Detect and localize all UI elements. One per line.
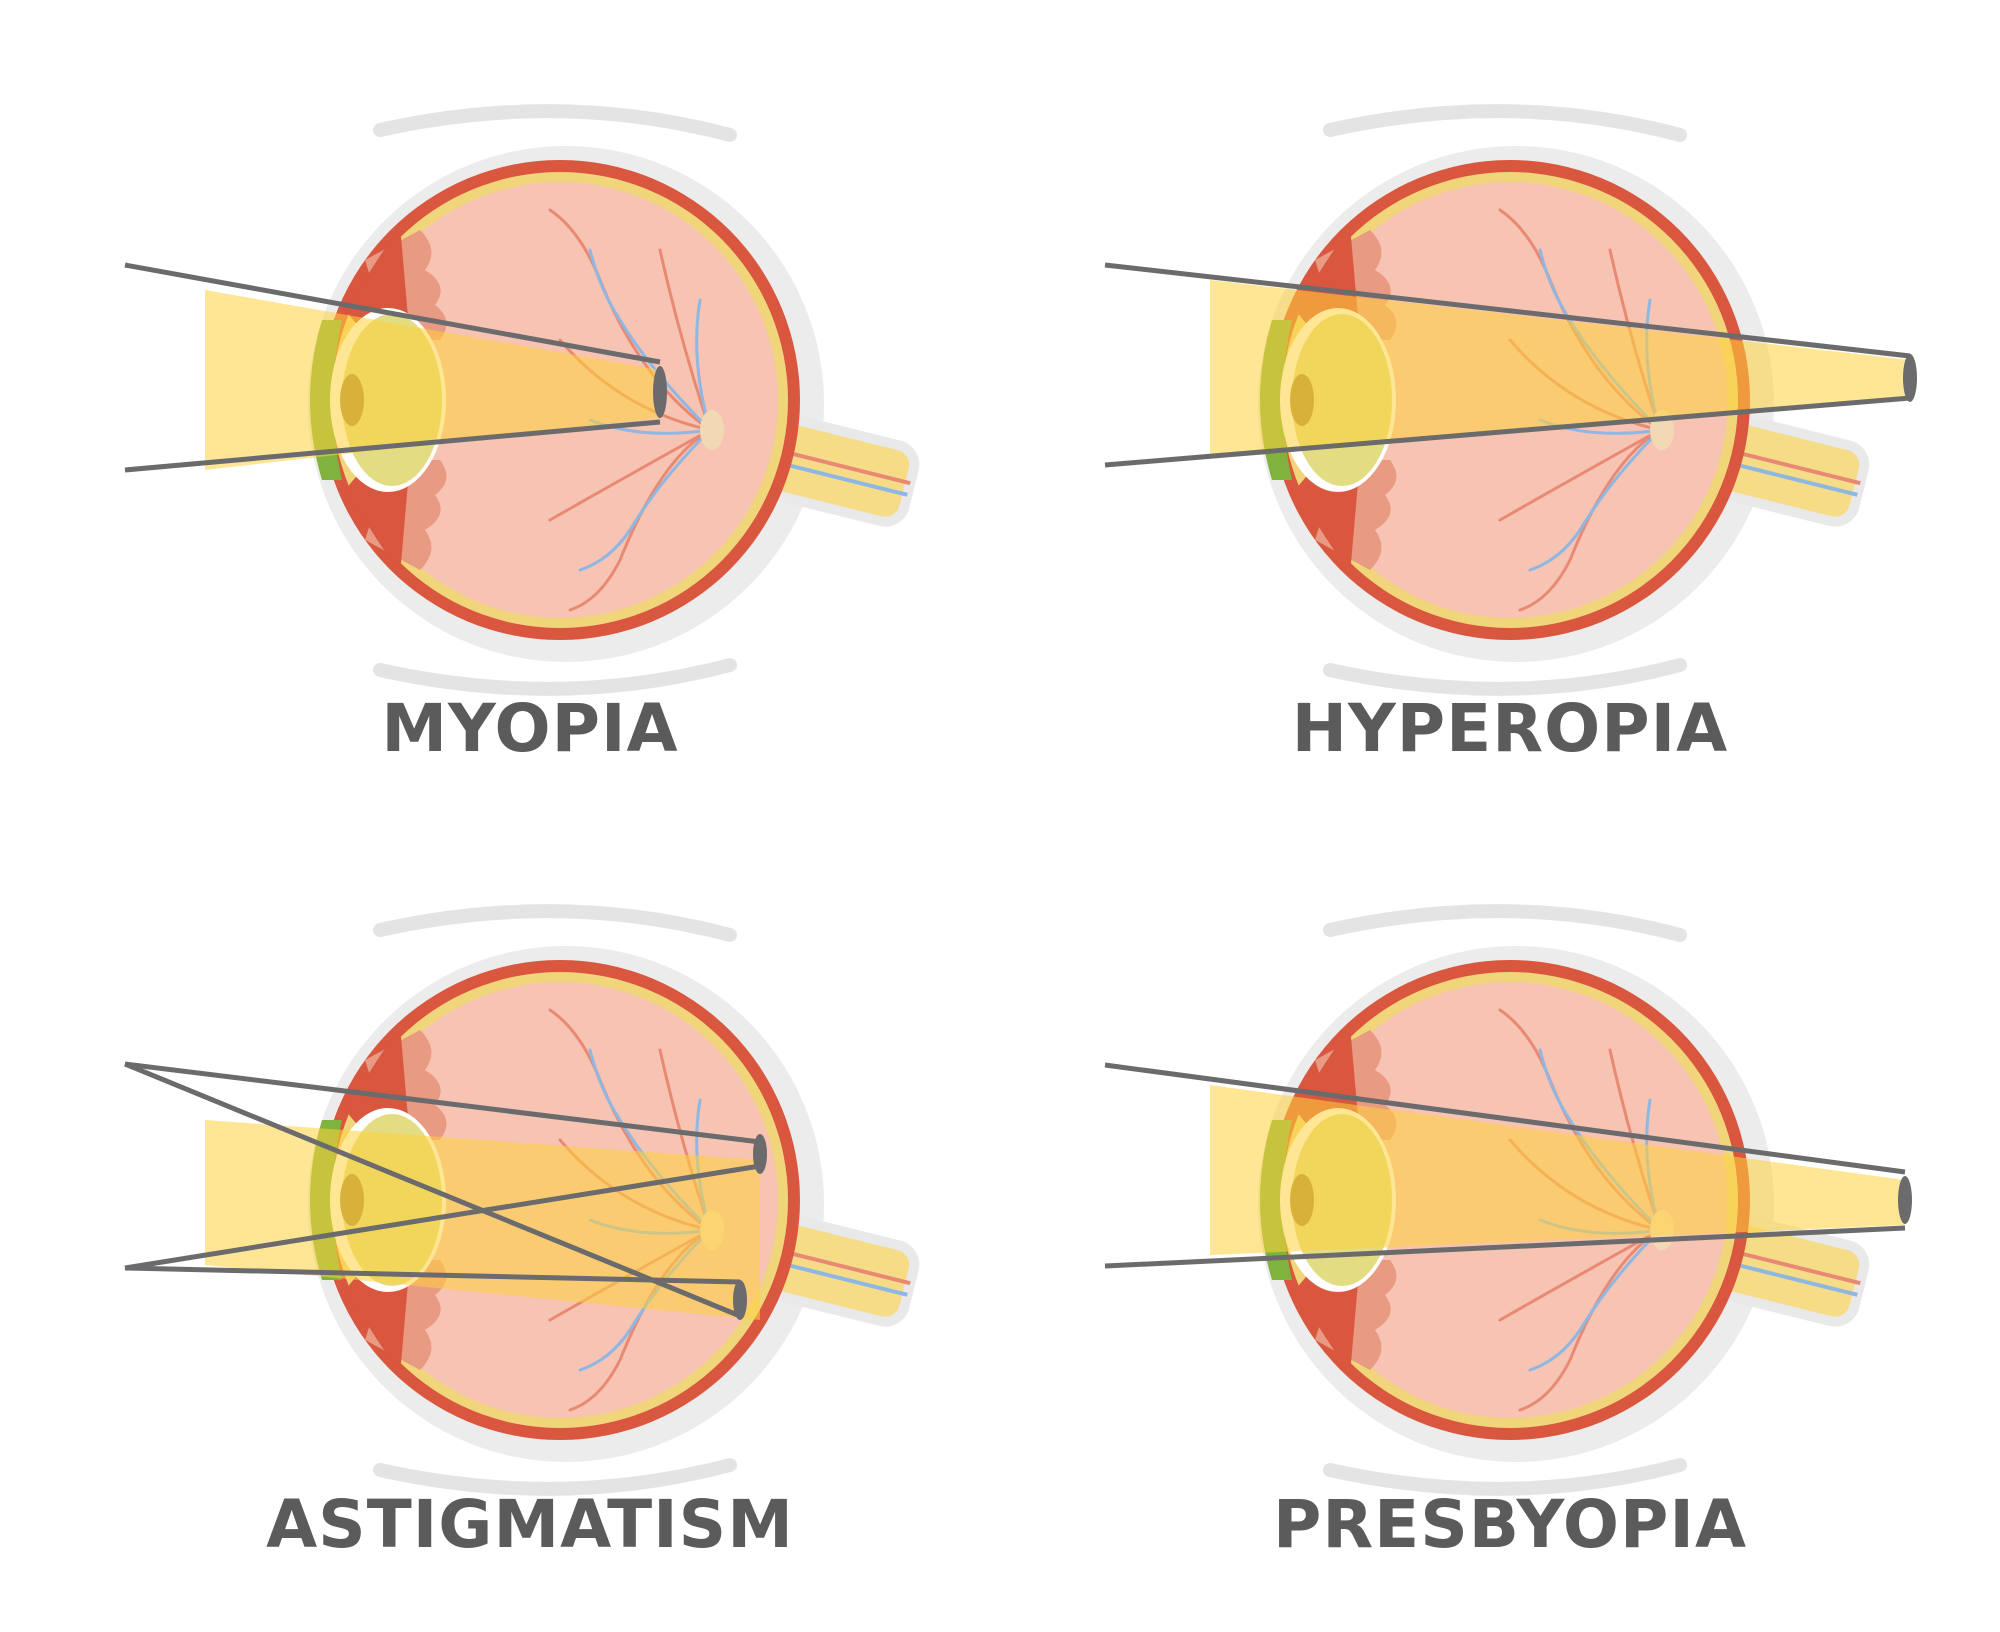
presbyopia-label: PRESBYOPIA — [1272, 1486, 1748, 1563]
astigmatism-label: ASTIGMATISM — [266, 1486, 794, 1563]
focal-point-1 — [753, 1134, 767, 1174]
focal-point — [653, 366, 667, 418]
hyperopia-label: HYPEROPIA — [1291, 690, 1729, 767]
focal-point-2 — [733, 1280, 747, 1320]
presbyopia-eye-diagram — [1104, 800, 1912, 1600]
light-ray-cross-2 — [124, 1163, 761, 1271]
focal-point — [1898, 1176, 1912, 1224]
light-beam — [205, 290, 660, 470]
focal-point — [1903, 354, 1917, 402]
light-ray-bottom — [1104, 395, 1911, 468]
light-ray-bottom — [124, 419, 661, 473]
light-ray-cross — [124, 1061, 741, 1319]
myopia-eye-diagram — [124, 0, 1000, 800]
light-ray-bottom — [124, 1265, 741, 1285]
light-ray-bottom — [1104, 1225, 1906, 1269]
light-ray-top — [1104, 1062, 1906, 1175]
myopia-label: MYOPIA — [381, 690, 679, 767]
light-ray-top — [1104, 262, 1911, 359]
light-ray-top — [124, 1061, 761, 1145]
light-ray-top — [124, 262, 661, 365]
light-beam — [1210, 1085, 1905, 1255]
hyperopia-eye-diagram — [1104, 0, 1917, 800]
astigmatism-eye-diagram — [124, 800, 1000, 1600]
